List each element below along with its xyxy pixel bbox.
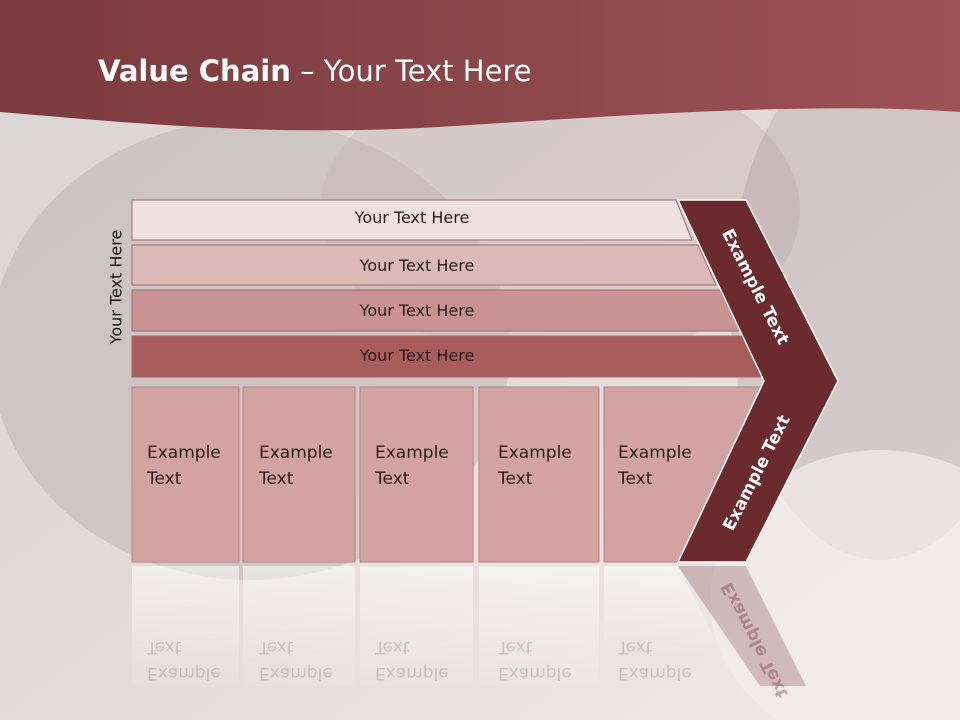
box-label-4-reflection-line1: Example (498, 663, 572, 683)
box-label-1-reflection: Example Text (147, 634, 221, 686)
box-label-5-reflection: Example Text (618, 634, 692, 686)
value-chain-arrow (676, 199, 839, 563)
title-banner (0, 0, 960, 131)
box-2 (242, 386, 356, 563)
slide-title: Value Chain – Your Text Here (98, 54, 532, 88)
box-label-4-line1: Example (498, 443, 572, 463)
box-4-reflection (479, 566, 599, 686)
row-label-4: Your Text Here (359, 346, 475, 365)
box-label-1-reflection-line1: Example (147, 663, 221, 683)
box-1-reflection (132, 566, 239, 686)
box-label-2-reflection-line2: Text (259, 637, 294, 657)
side-label: Your Text Here (106, 229, 126, 345)
box-4 (478, 386, 600, 563)
box-label-2-reflection-line1: Example (259, 663, 333, 683)
box-label-2-line2: Text (259, 469, 294, 489)
box-label-1-line1: Example (147, 443, 221, 463)
box-label-4-reflection: Example Text (498, 634, 572, 686)
box-label-5-reflection-line1: Example (618, 663, 692, 683)
box-label-1-reflection-line2: Text (147, 637, 182, 657)
box-label-3-reflection: Example Text (375, 634, 449, 686)
box-3 (359, 386, 474, 563)
row-label-1: Your Text Here (354, 208, 470, 227)
box-label-4-line2: Text (498, 469, 533, 489)
box-label-3-line2: Text (375, 469, 410, 489)
box-label-3-reflection-line1: Example (375, 663, 449, 683)
box-5-reflection (604, 566, 720, 650)
box-label-5-reflection-line2: Text (618, 637, 653, 657)
box-label-1-line2: Text (147, 469, 182, 489)
box-label-3-line1: Example (375, 443, 449, 463)
box-3-reflection (360, 566, 473, 686)
photo-shoulder-shape (710, 450, 960, 720)
box-label-3-reflection-line2: Text (375, 637, 410, 657)
box-label-5-line1: Example (618, 443, 692, 463)
box-2-reflection (243, 566, 355, 686)
box-label-5-line2: Text (618, 469, 653, 489)
value-chain-arrow-reflection (678, 566, 806, 686)
slide-title-rest: – Your Text Here (290, 54, 532, 88)
box-label-2-line1: Example (259, 443, 333, 463)
box-1 (131, 386, 240, 563)
row-label-2: Your Text Here (359, 256, 475, 275)
row-label-3: Your Text Here (359, 301, 475, 320)
box-label-2-reflection: Example Text (259, 634, 333, 686)
box-label-4-reflection-line2: Text (498, 637, 533, 657)
row-bar-2 (131, 244, 717, 286)
slide-title-bold: Value Chain (98, 54, 291, 88)
row-bar-1 (131, 199, 693, 241)
